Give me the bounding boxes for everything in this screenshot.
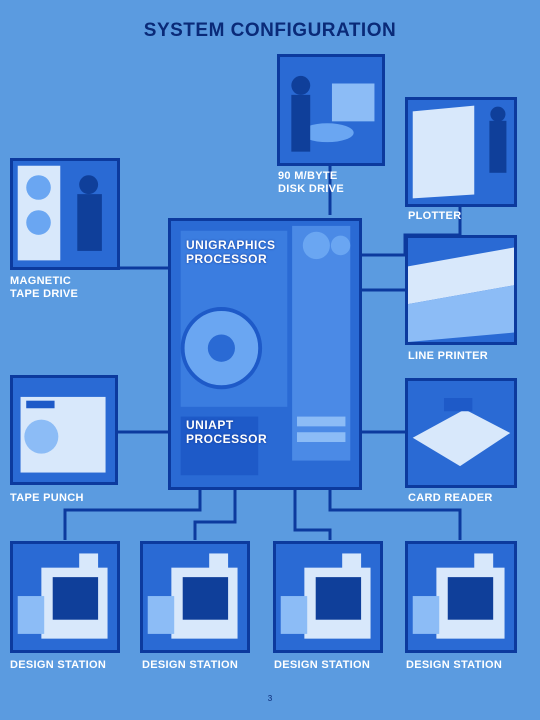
- processor-photo: [168, 218, 362, 490]
- design-station-label-2: DESIGN STATION: [142, 659, 239, 671]
- tape-drive-label: MAGNETIC TAPE DRIVE: [10, 275, 79, 300]
- plotter-photo: [405, 97, 517, 207]
- design-station-label-3: DESIGN STATION: [274, 659, 371, 671]
- line-printer-label: LINE PRINTER: [408, 350, 488, 362]
- tape-punch-label: TAPE PUNCH: [10, 492, 84, 504]
- card-reader-photo: [405, 378, 517, 488]
- disk-drive-label: 90 M/BYTE DISK DRIVE: [278, 170, 344, 195]
- design-station-photo-1: [10, 541, 120, 653]
- design-station-label-4: DESIGN STATION: [406, 659, 503, 671]
- design-station-photo-3: [273, 541, 383, 653]
- disk-drive-photo: [277, 54, 385, 166]
- uniapt-processor-label: UNIAPT PROCESSOR: [186, 418, 268, 446]
- tape-drive-photo: [10, 158, 120, 270]
- plotter-label: PLOTTER: [408, 210, 462, 222]
- unigraphics-processor-label: UNIGRAPHICS PROCESSOR: [186, 238, 276, 266]
- page-title: SYSTEM CONFIGURATION: [143, 20, 397, 41]
- page-number: 3: [267, 694, 273, 703]
- tape-punch-photo: [10, 375, 118, 485]
- design-station-photo-4: [405, 541, 517, 653]
- design-station-label-1: DESIGN STATION: [10, 659, 107, 671]
- card-reader-label: CARD READER: [408, 492, 493, 504]
- design-station-photo-2: [140, 541, 250, 653]
- line-printer-photo: [405, 235, 517, 345]
